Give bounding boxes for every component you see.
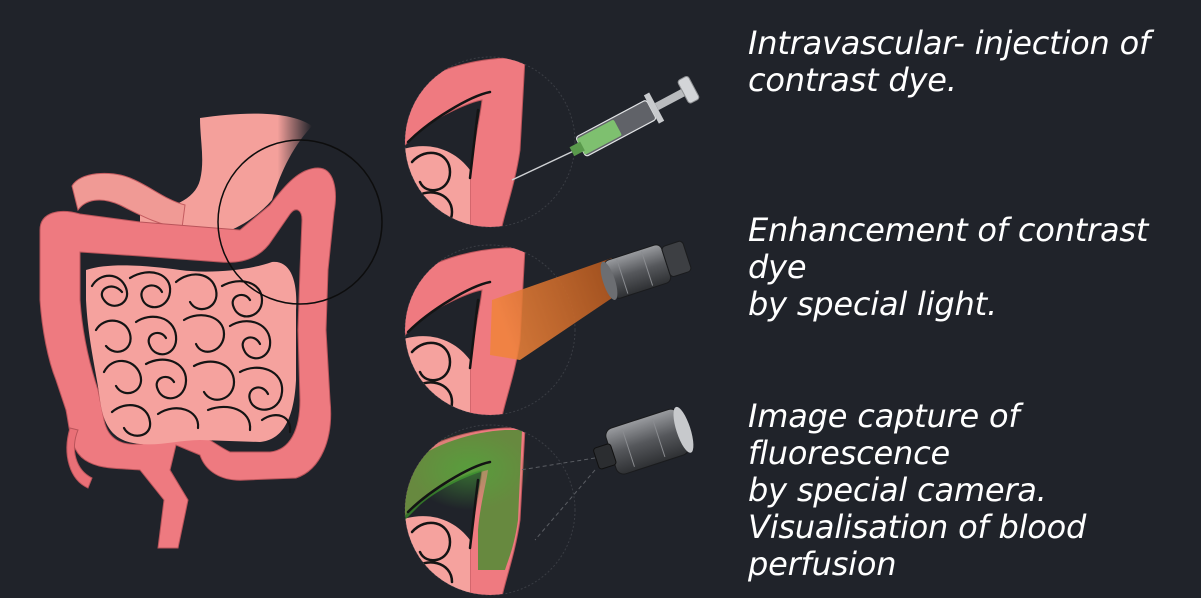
light-source-icon bbox=[597, 236, 693, 301]
step-1-caption: Intravascular- injection of contrast dye… bbox=[748, 25, 1201, 99]
camera-icon bbox=[589, 405, 698, 481]
panel-camera bbox=[400, 405, 698, 598]
intestine-illustration bbox=[40, 114, 382, 548]
step-3-caption: Image capture of fluorescence by special… bbox=[748, 398, 1201, 583]
panel-light bbox=[400, 236, 693, 425]
panel-injection bbox=[400, 57, 701, 240]
step-2-caption: Enhancement of contrast dye by special l… bbox=[748, 212, 1201, 323]
